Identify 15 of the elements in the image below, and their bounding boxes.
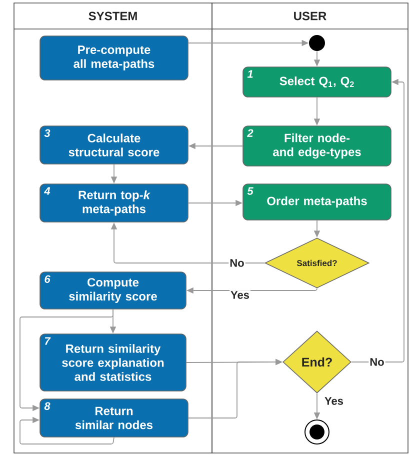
start-circle — [309, 35, 325, 51]
edge-label: Yes — [230, 290, 250, 300]
edge-label: No — [368, 357, 386, 367]
process-box: Return similarity score explanation and statistics 7 — [40, 334, 186, 392]
process-box: Return top-k meta-paths 4 — [40, 184, 188, 222]
end-circle — [304, 420, 330, 444]
process-box: Calculate structural score 3 — [40, 126, 188, 164]
process-box: Filter node- and edge-types 2 — [242, 126, 392, 166]
process-box: Pre-compute all meta-paths — [40, 36, 188, 80]
process-box: Compute similarity score 6 — [40, 272, 186, 310]
process-box: Order meta-paths 5 — [242, 184, 392, 220]
process-box: Select Q$_{1}$, Q$_{2}$ 1 — [242, 66, 392, 98]
edge-label: Yes — [324, 396, 344, 406]
edge-label: No — [228, 258, 246, 268]
process-box: Return similar nodes 8 — [40, 398, 188, 438]
